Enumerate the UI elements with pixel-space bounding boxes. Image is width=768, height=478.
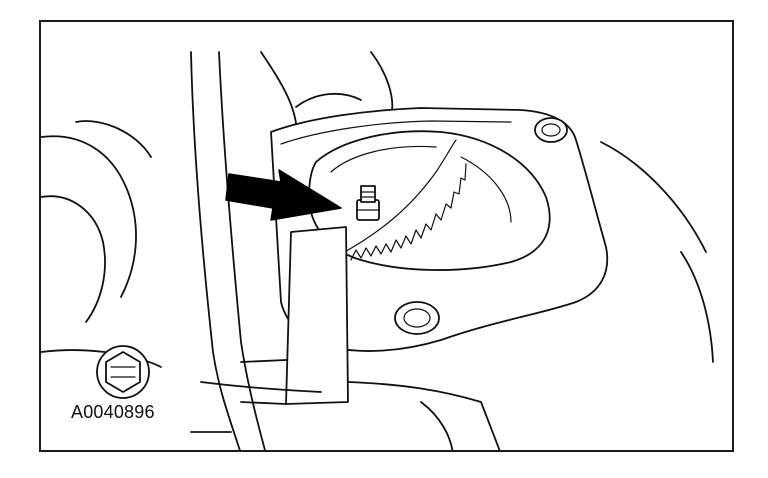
figure-frame: A0040896	[39, 20, 734, 452]
flange-bolt-hole-bottom	[394, 301, 440, 335]
ring-gear-icon	[340, 139, 467, 261]
bolt-icon	[356, 185, 380, 221]
lower-casting	[190, 381, 454, 450]
alignment-tool	[240, 226, 501, 450]
flange-bolt-hole-top	[534, 117, 568, 143]
arrow-pointer-icon	[225, 169, 342, 221]
figure-id-label: A0040896	[71, 402, 155, 422]
hex-bolt	[96, 345, 150, 399]
technical-illustration	[41, 51, 714, 450]
engine-block-outline	[41, 51, 266, 450]
